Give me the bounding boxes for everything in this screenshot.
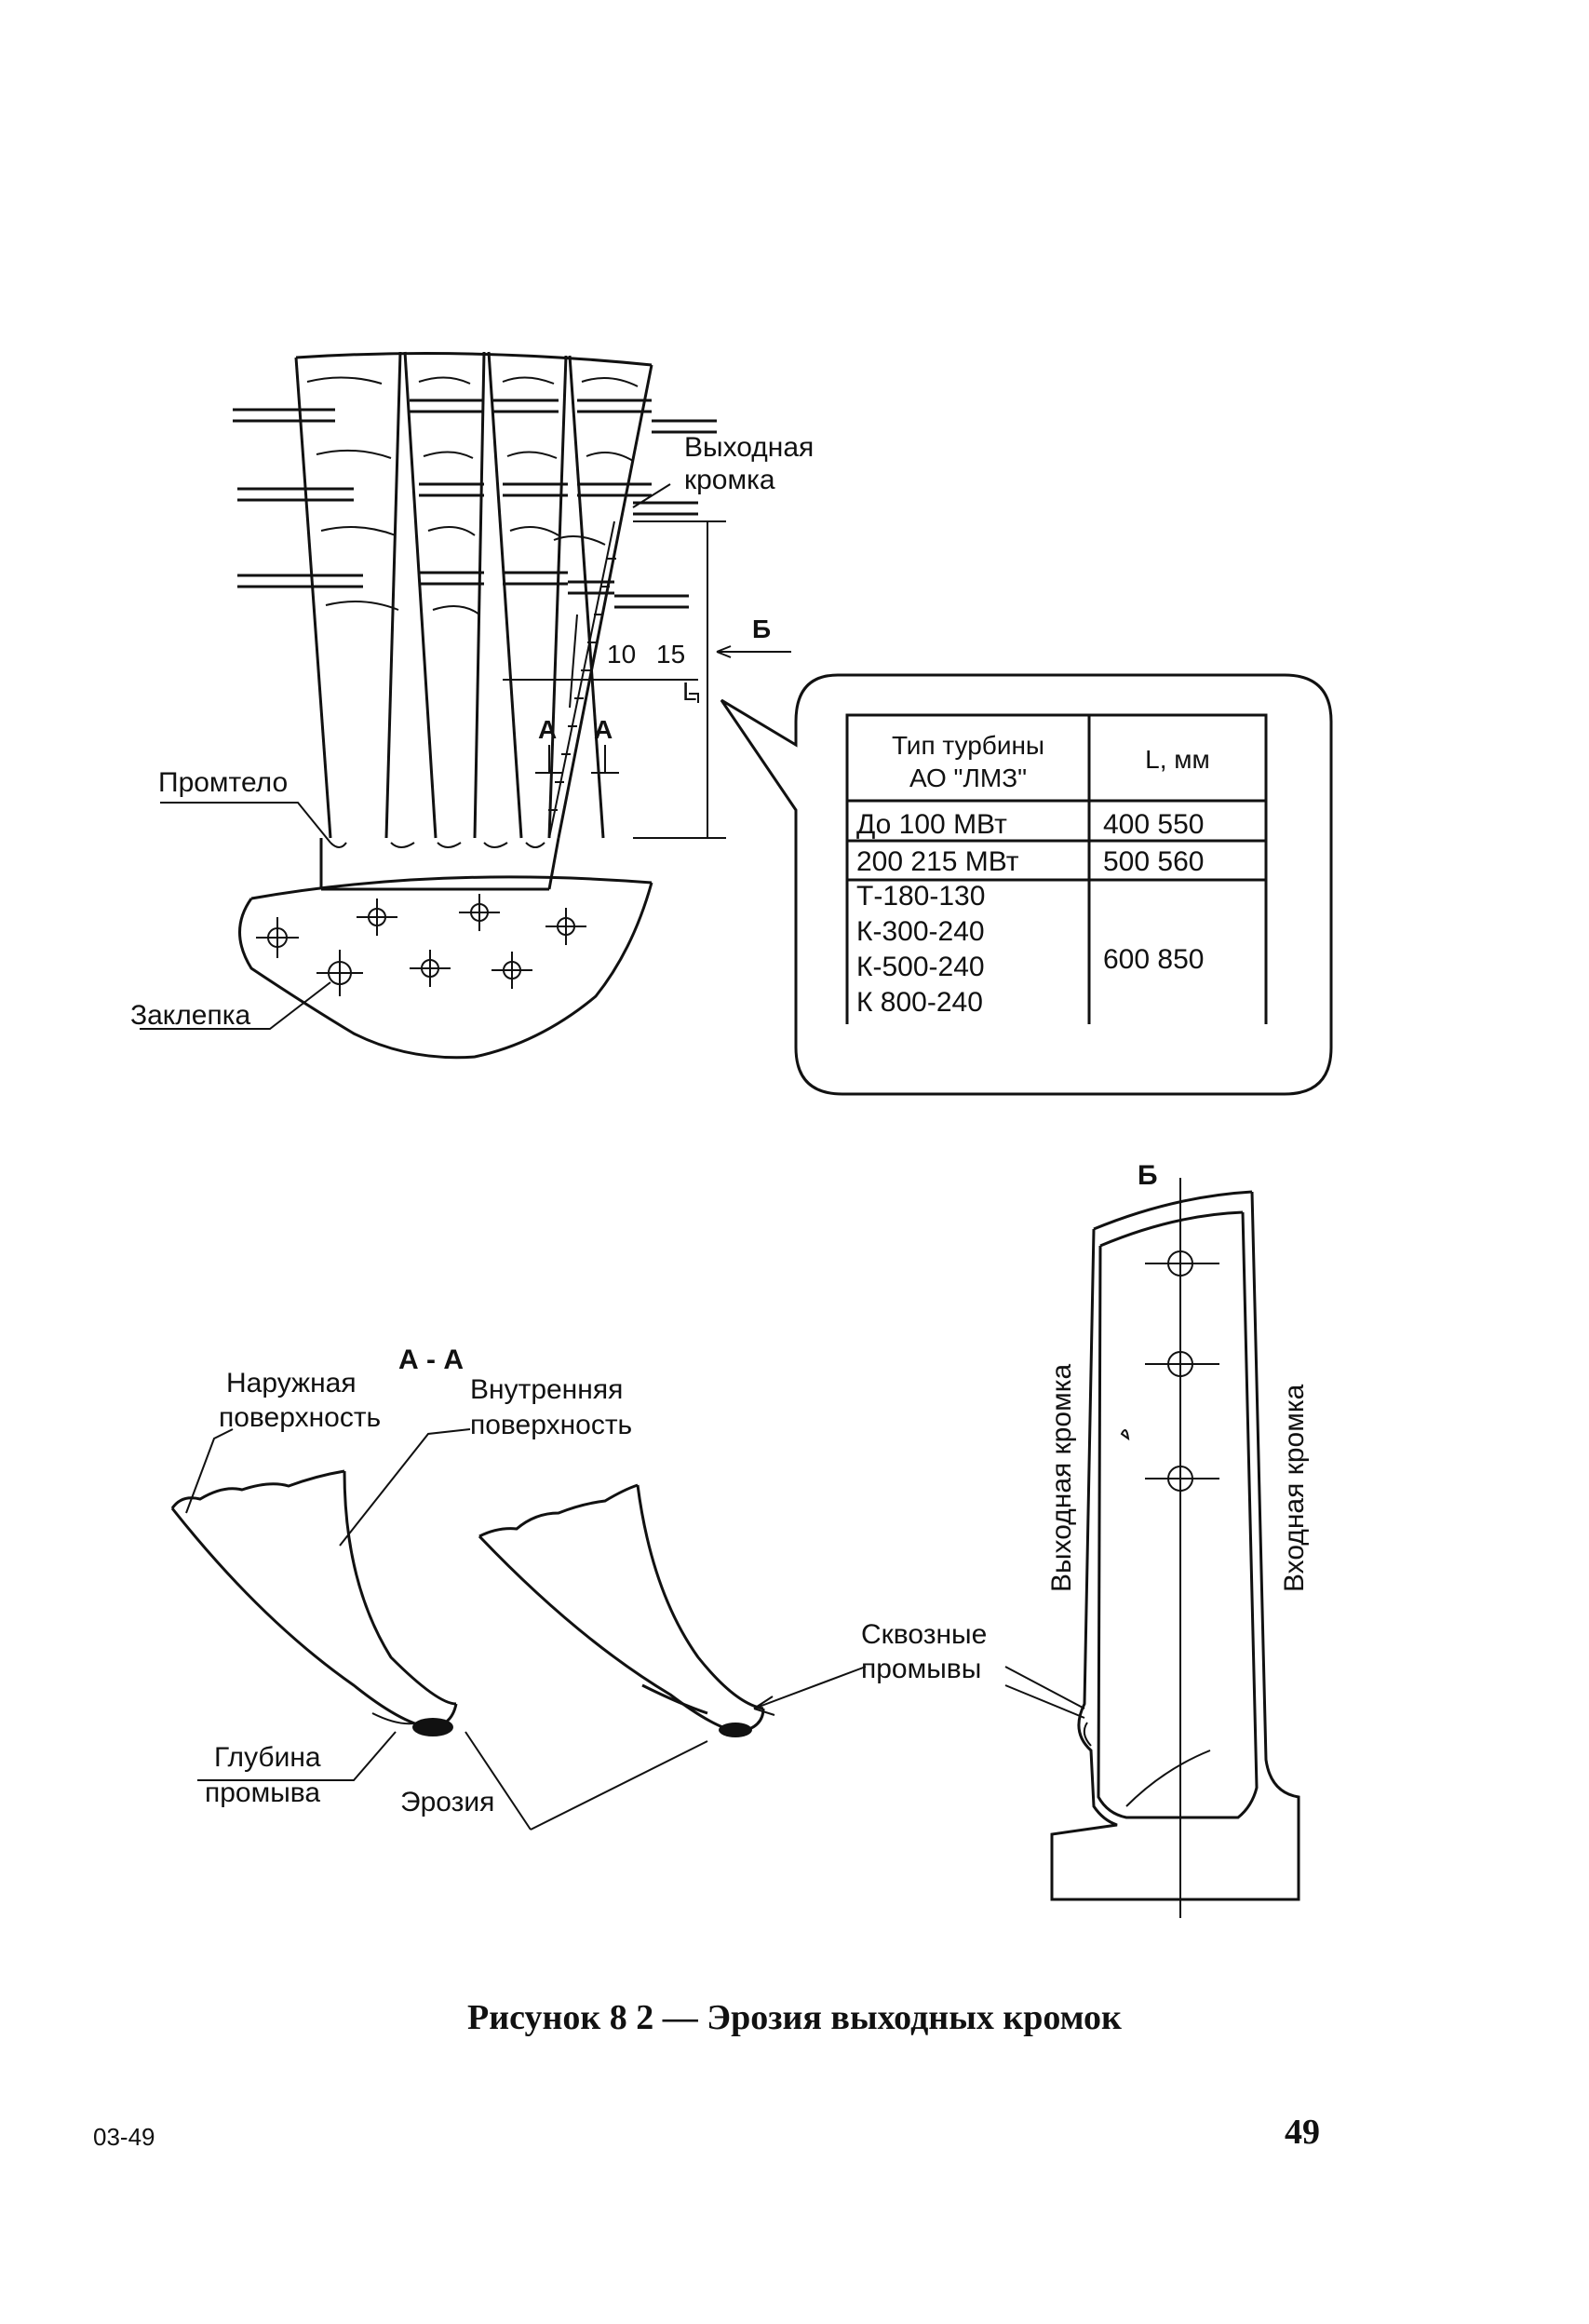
- table-header-type-line2: АО "ЛМЗ": [909, 763, 1027, 792]
- table-cell-l: 400 550: [1103, 809, 1204, 840]
- section-title: А - А: [398, 1344, 464, 1375]
- label-inlet-edge-side: Входная кромка: [1279, 1384, 1310, 1592]
- label-inner-surface-2: поверхность: [470, 1410, 632, 1440]
- table-cell-type: К-500-240: [856, 952, 985, 982]
- blade-package-drawing: [140, 351, 791, 1060]
- label-b-side: Б: [1138, 1160, 1158, 1191]
- footer-code: 03-49: [93, 2123, 155, 2151]
- label-outer-surface-1: Наружная: [226, 1368, 357, 1398]
- label-zaklepka: Заклепка: [130, 1000, 250, 1031]
- table-header-l: L, мм: [1145, 745, 1210, 774]
- label-outer-surface-2: поверхность: [219, 1402, 381, 1433]
- dim-l: L: [682, 677, 697, 706]
- dim-10: 10: [607, 640, 636, 669]
- label-exit-edge-side: Выходная кромка: [1046, 1363, 1077, 1592]
- table-cell-l: 600 850: [1103, 944, 1204, 975]
- label-depth-2: промыва: [205, 1777, 320, 1808]
- section-mark-a1: А: [538, 715, 557, 744]
- table-cell-type: 200 215 МВт: [856, 846, 1019, 877]
- table-cell-l: 500 560: [1103, 846, 1204, 877]
- section-a-a-drawing: [170, 1428, 1085, 1831]
- callout-bubble: [720, 673, 1333, 1096]
- label-erosion: Эрозия: [400, 1787, 494, 1817]
- dim-15: 15: [656, 640, 685, 669]
- label-b-top: Б: [752, 615, 771, 643]
- figure-caption: Рисунок 8 2 — Эрозия выходных кромок: [467, 1998, 1122, 2037]
- label-promtelo: Промтело: [158, 767, 288, 798]
- table-cell-type: Т-180-130: [856, 881, 985, 912]
- table-header-type-line1: Тип турбины: [892, 731, 1044, 760]
- table-cell-type: К 800-240: [856, 987, 983, 1018]
- label-exit-edge-1: Выходная: [684, 432, 814, 463]
- label-through-2: промывы: [861, 1654, 981, 1684]
- side-view-drawing: [1050, 1178, 1300, 1918]
- label-exit-edge-2: кромка: [684, 465, 775, 495]
- table-cell-type: К-300-240: [856, 916, 985, 947]
- label-inner-surface-1: Внутренняя: [470, 1374, 623, 1405]
- page-number: 49: [1285, 2113, 1320, 2152]
- label-depth-1: Глубина: [214, 1742, 321, 1773]
- section-mark-a2: А: [594, 715, 613, 744]
- label-through-1: Сквозные: [861, 1619, 987, 1650]
- table-cell-type: До 100 МВт: [856, 809, 1007, 840]
- turbine-table: [845, 713, 1268, 1024]
